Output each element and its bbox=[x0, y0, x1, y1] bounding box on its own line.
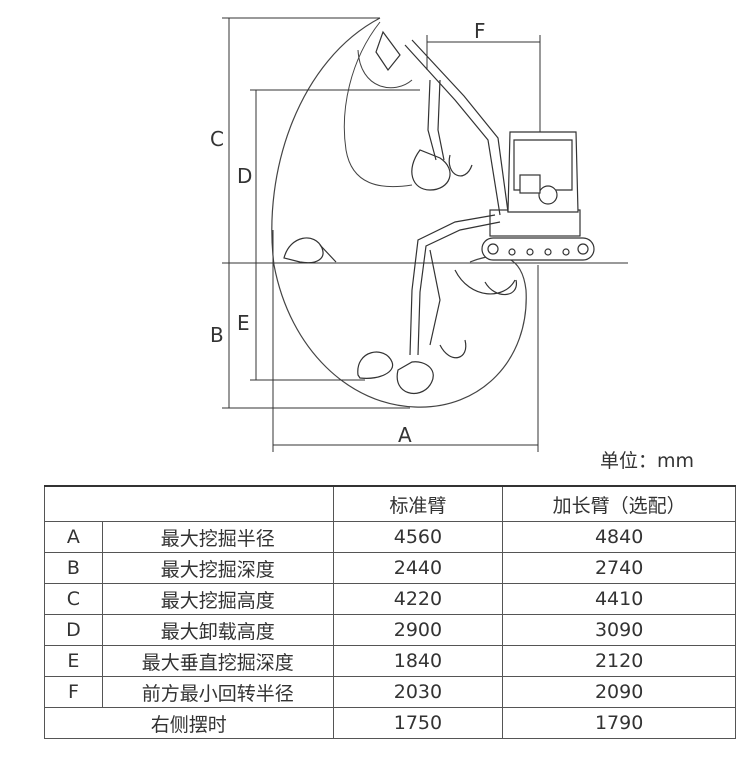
header-extended-arm: 加长臂（选配） bbox=[502, 485, 736, 522]
dim-label-c: C bbox=[210, 127, 224, 151]
dim-label-e: E bbox=[237, 311, 250, 335]
row-item: 最大挖掘深度 bbox=[101, 552, 334, 584]
row-item: 最大挖掘半径 bbox=[101, 521, 334, 553]
dimension-lines bbox=[222, 17, 541, 452]
row-extended-value: 4410 bbox=[502, 583, 736, 615]
dim-label-b: B bbox=[210, 323, 224, 347]
unit-label: 单位：mm bbox=[600, 450, 695, 472]
bucket-reach-position bbox=[283, 237, 337, 264]
row-item: 最大卸载高度 bbox=[101, 614, 334, 646]
row-item: 最大挖掘高度 bbox=[101, 583, 334, 615]
row-extended-value: 2090 bbox=[502, 676, 736, 708]
row-standard-value: 1750 bbox=[332, 707, 504, 739]
row-extended-value: 1790 bbox=[502, 707, 736, 739]
row-item: 前方最小回转半径 bbox=[101, 676, 334, 708]
row-item: 最大垂直挖掘深度 bbox=[101, 645, 334, 677]
upper-bucket-arc bbox=[357, 49, 413, 89]
working-range-diagram: C D B E A F bbox=[210, 17, 628, 452]
row-item: 右侧摆时 bbox=[44, 707, 334, 739]
excavator-arm-upper bbox=[375, 30, 509, 216]
row-code: A bbox=[44, 521, 103, 553]
row-standard-value: 4560 bbox=[332, 521, 504, 553]
row-standard-value: 4220 bbox=[332, 583, 504, 615]
row-standard-value: 2900 bbox=[332, 614, 504, 646]
dim-label-a: A bbox=[398, 423, 412, 447]
header-blank bbox=[44, 485, 334, 522]
header-standard-arm: 标准臂 bbox=[332, 485, 504, 522]
excavator-machine bbox=[481, 131, 595, 261]
row-standard-value: 2030 bbox=[332, 676, 504, 708]
row-code: C bbox=[44, 583, 103, 615]
row-code: D bbox=[44, 614, 103, 646]
row-extended-value: 3090 bbox=[502, 614, 736, 646]
row-code: B bbox=[44, 552, 103, 584]
row-standard-value: 2440 bbox=[332, 552, 504, 584]
row-standard-value: 1840 bbox=[332, 645, 504, 677]
inner-envelope bbox=[343, 21, 413, 188]
table-header-row: 标准臂 加长臂（选配） bbox=[44, 485, 736, 522]
row-code: E bbox=[44, 645, 103, 677]
dim-label-f: F bbox=[474, 19, 486, 43]
row-extended-value: 2740 bbox=[502, 552, 736, 584]
row-code: F bbox=[44, 676, 103, 708]
digging-envelope bbox=[271, 17, 527, 408]
dim-label-d: D bbox=[237, 164, 252, 188]
excavator-arm-lower bbox=[396, 214, 517, 394]
bucket-depth-position bbox=[357, 351, 394, 379]
row-extended-value: 2120 bbox=[502, 645, 736, 677]
row-extended-value: 4840 bbox=[502, 521, 736, 553]
